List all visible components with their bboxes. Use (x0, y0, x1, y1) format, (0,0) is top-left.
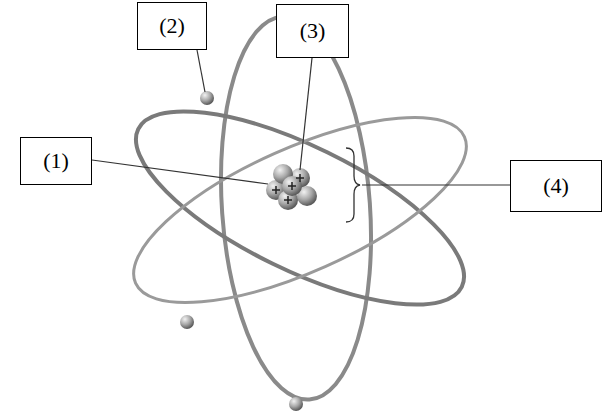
callout-box: (1) (20, 137, 92, 185)
orbit (110, 80, 489, 340)
callout-number: (2) (159, 14, 185, 38)
callout-box: (2) (137, 2, 207, 50)
callout-number: (4) (543, 174, 569, 198)
leader-line (92, 50, 510, 185)
bracket (346, 148, 360, 222)
callout-box: (4) (510, 160, 602, 212)
nucleus (266, 164, 317, 210)
orbit (209, 11, 383, 404)
callout-number: (3) (300, 19, 326, 43)
plus-sign (272, 174, 304, 204)
callout-number: (1) (43, 149, 69, 173)
electron (180, 91, 303, 411)
orbit (111, 73, 489, 342)
callout-box: (3) (276, 4, 349, 58)
